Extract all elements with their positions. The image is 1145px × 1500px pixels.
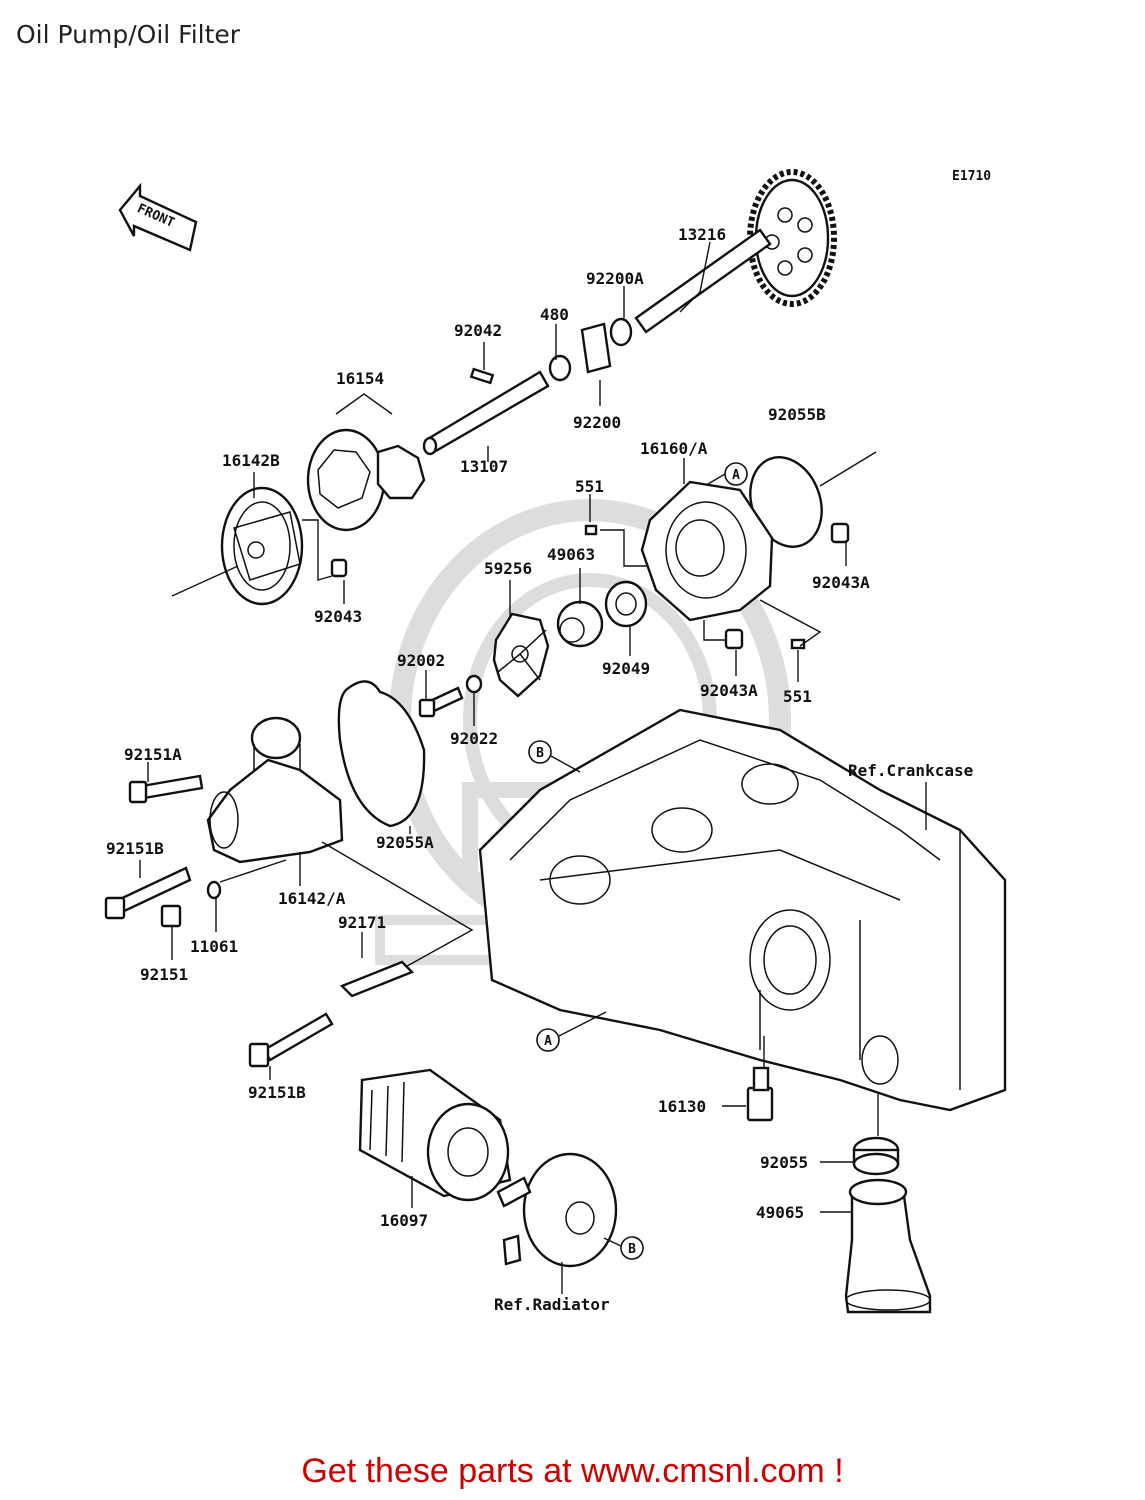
marker-a-bottom: A [536, 1028, 560, 1052]
dowel-92043a-lower [724, 628, 744, 650]
label-16160a: 16160/A [640, 439, 708, 458]
label-16097: 16097 [380, 1211, 428, 1230]
footer-promo-text: Get these parts at www.cmsnl.com ! [301, 1452, 844, 1490]
fitting-16130 [746, 1066, 774, 1122]
dowel-92043 [330, 558, 348, 578]
label-92055: 92055 [760, 1153, 808, 1172]
pump-rotor-16154 [306, 428, 426, 532]
label-92200: 92200 [573, 413, 621, 432]
washer-92022 [465, 674, 483, 694]
seal-92055 [852, 1136, 900, 1176]
oring-92055a [337, 680, 426, 828]
label-49065: 49065 [756, 1203, 804, 1222]
label-16142b: 16142B [222, 451, 280, 470]
bolt-92151 [160, 904, 182, 928]
front-arrow-icon: FRONT [118, 182, 198, 252]
label-92043a-upper: 92043A [812, 573, 870, 592]
label-92055a: 92055A [376, 833, 434, 852]
washer-92200a [609, 317, 633, 347]
bolt-92151a [128, 774, 204, 804]
pin-92042 [469, 367, 495, 385]
svg-text:A: A [544, 1034, 552, 1049]
label-551-upper: 551 [575, 477, 604, 496]
pump-cover-16160a [640, 480, 774, 622]
label-16142a: 16142/A [278, 889, 346, 908]
marker-b-bottom: B [620, 1236, 644, 1260]
impeller-59256 [492, 612, 550, 698]
label-49063: 49063 [547, 545, 595, 564]
oil-cooler [496, 1152, 618, 1268]
diagram-code: E1710 [952, 169, 991, 184]
oil-strainer-49065 [844, 1178, 932, 1314]
part-labels: 13216 92200A 480 92042 16154 92200 92055… [106, 225, 973, 1314]
oil-pump-drive-gear [634, 169, 837, 334]
marker-b-top: B [528, 740, 552, 764]
label-92151b-lower: 92151B [248, 1083, 306, 1102]
dowel-92043a-upper [830, 522, 850, 544]
label-92200a: 92200A [586, 269, 644, 288]
pump-body-16142a [206, 716, 344, 864]
bracket-92171 [339, 960, 415, 998]
label-92022: 92022 [450, 729, 498, 748]
oil-filter-16097 [358, 1068, 512, 1202]
washer-11061 [206, 880, 222, 900]
pump-housing-16142b [220, 486, 304, 606]
label-92171: 92171 [338, 913, 386, 932]
bearing-92049 [604, 580, 648, 628]
pin-551-upper [584, 524, 598, 536]
crankcase [478, 708, 1007, 1112]
label-13107: 13107 [460, 457, 508, 476]
circlip-480 [548, 354, 572, 382]
label-92043a-lower: 92043A [700, 681, 758, 700]
bolt-92151b-upper [104, 866, 192, 920]
seal-49063 [556, 600, 604, 648]
label-92049: 92049 [602, 659, 650, 678]
bolt-92151b-lower [248, 1012, 334, 1068]
bolt-92002 [418, 686, 464, 718]
svg-text:A: A [732, 468, 740, 483]
label-92151a: 92151A [124, 745, 182, 764]
page-title: Oil Pump/Oil Filter [16, 20, 241, 49]
label-11061: 11061 [190, 937, 238, 956]
svg-text:B: B [536, 746, 544, 761]
plate-92200 [580, 322, 612, 374]
label-13216: 13216 [678, 225, 726, 244]
label-92055b: 92055B [768, 405, 826, 424]
label-551-lower: 551 [783, 687, 812, 706]
label-92043: 92043 [314, 607, 362, 626]
label-ref-crankcase: Ref.Crankcase [848, 761, 973, 780]
label-16154: 16154 [336, 369, 384, 388]
label-92042: 92042 [454, 321, 502, 340]
pump-shaft-13107 [424, 370, 550, 454]
label-16130: 16130 [658, 1097, 706, 1116]
label-92151b-upper: 92151B [106, 839, 164, 858]
label-59256: 59256 [484, 559, 532, 578]
label-ref-radiator: Ref.Radiator [494, 1295, 610, 1314]
svg-text:B: B [628, 1242, 636, 1257]
marker-a-top: A [724, 462, 748, 486]
label-480: 480 [540, 305, 569, 324]
label-92151: 92151 [140, 965, 188, 984]
label-92002: 92002 [397, 651, 445, 670]
